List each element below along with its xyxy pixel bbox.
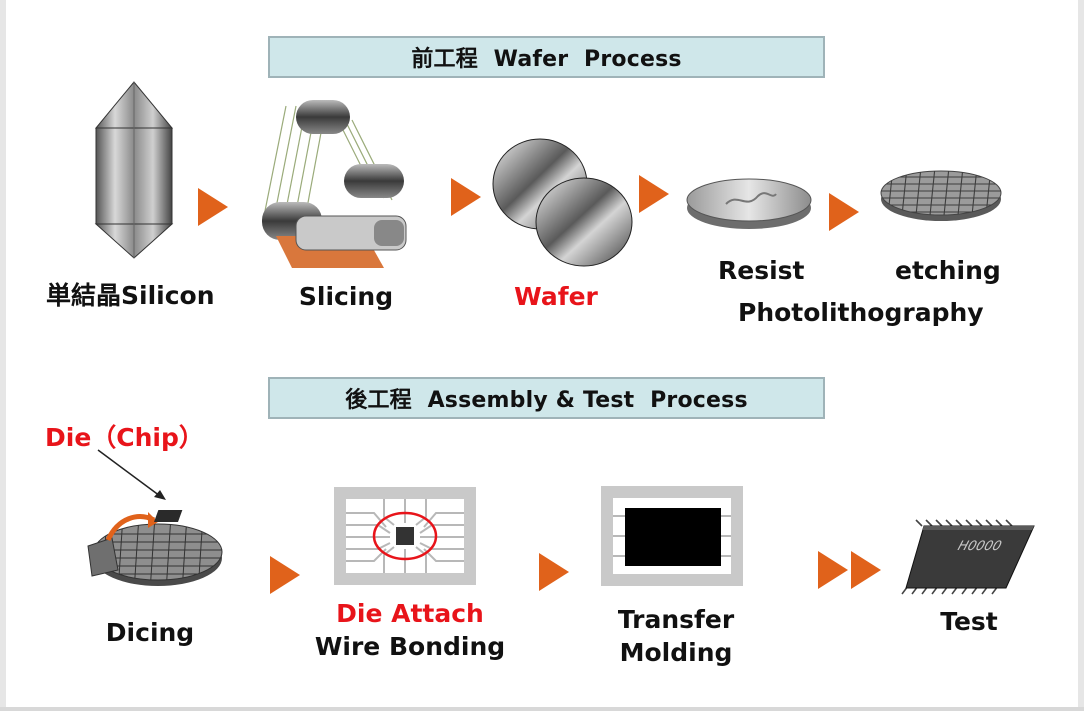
process-arrow — [451, 178, 481, 216]
etched-wafer-icon — [880, 170, 1002, 221]
test-label: Test — [940, 607, 998, 636]
wire-saw-icon — [262, 100, 407, 268]
process-arrow — [639, 175, 669, 213]
photolithography-label: Photolithography — [738, 298, 984, 327]
slicing-label: Slicing — [298, 282, 394, 311]
right-frame-border — [1078, 0, 1084, 711]
wafer-process-banner: 前工程 Wafer Process — [268, 36, 825, 78]
chip-marking: H0000 — [956, 539, 1004, 554]
die-attach-label: Die Attach — [336, 599, 484, 628]
die-chip-callout: Die（Chip） — [45, 423, 204, 452]
wire-bonding-label: Wire Bonding — [314, 632, 506, 661]
etching-label: etching — [895, 256, 1001, 285]
process-arrow — [198, 188, 228, 226]
double-process-arrow — [818, 551, 881, 589]
process-arrow — [539, 553, 569, 591]
resist-wafer-icon — [686, 178, 812, 229]
molded-package-icon — [601, 486, 743, 586]
transfer-label: Transfer — [617, 605, 735, 634]
wafer-discs-icon — [492, 138, 633, 267]
wafer-label: Wafer — [514, 282, 598, 311]
resist-label: Resist — [718, 256, 805, 285]
diced-wafer-icon — [87, 510, 223, 586]
ic-chip-icon: H0000 — [901, 519, 1035, 595]
process-arrow — [270, 556, 300, 594]
callout-pointer-arrow — [97, 449, 166, 500]
die-attach-frame-icon — [334, 487, 476, 585]
bottom-frame-border — [0, 707, 1084, 711]
left-frame-border — [0, 0, 6, 711]
dicing-label: Dicing — [105, 618, 195, 647]
assembly-test-banner: 後工程 Assembly & Test Process — [268, 377, 825, 419]
process-arrow — [829, 193, 859, 231]
silicon-label: 単結晶Silicon — [46, 281, 215, 310]
molding-label: Molding — [619, 638, 733, 667]
silicon-ingot-icon — [94, 81, 174, 259]
